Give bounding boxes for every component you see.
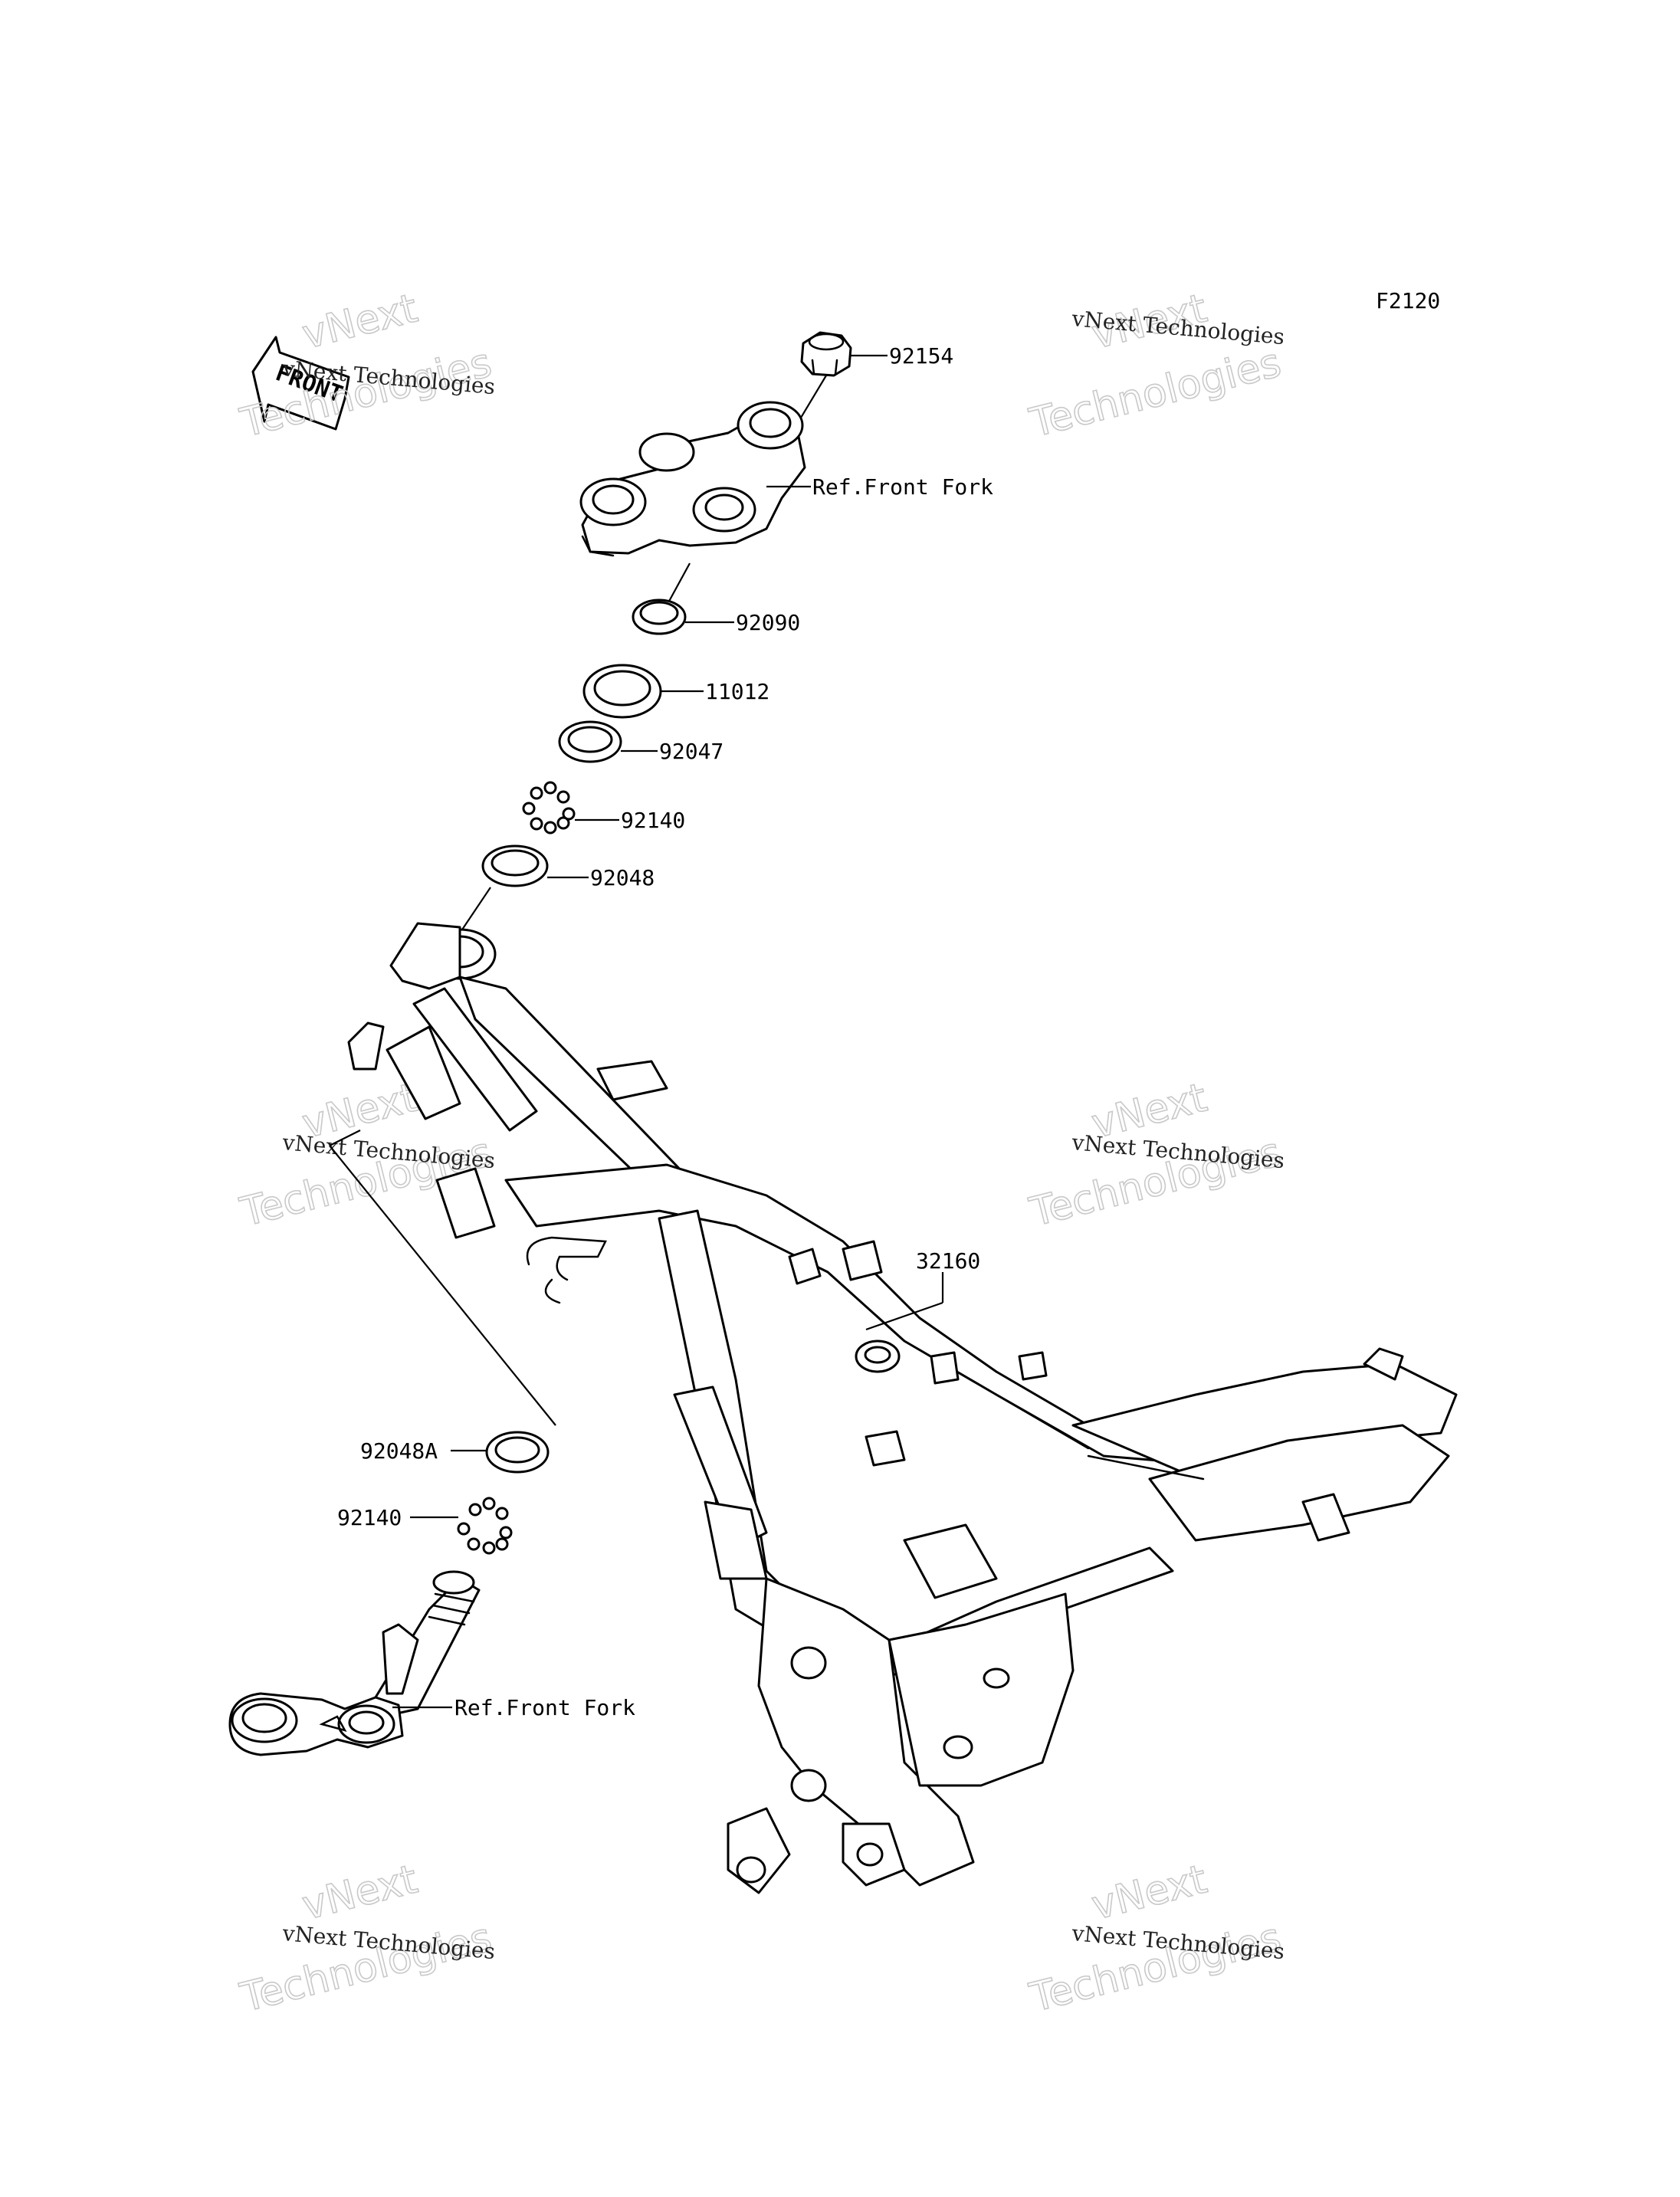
diagram-code: F2120 [1376,288,1440,313]
callout-92047[interactable]: 92047 [659,739,724,764]
callout-ref-front-fork-upper[interactable]: Ref.Front Fork [812,474,993,500]
part-92090-collar[interactable] [632,598,687,635]
part-32160-frame[interactable] [347,922,1458,1894]
watermark-big-line-2: Technologies [1025,340,1286,447]
watermark-big-line-1: vNext [298,286,422,359]
watermark-big-line-1: vNext [298,1857,422,1930]
callout-92140-lower[interactable]: 92140 [337,1505,402,1530]
watermark-big-line-1: vNext [1088,1857,1212,1930]
callout-11012[interactable]: 11012 [705,679,769,704]
callout-92154[interactable]: 92154 [889,343,953,369]
callout-92090[interactable]: 92090 [736,610,800,635]
part-92140-balls-upper[interactable] [522,781,576,835]
upper-triple-clamp[interactable] [579,401,806,557]
callout-92048[interactable]: 92048 [590,865,655,890]
callout-ref-front-fork-lower[interactable]: Ref.Front Fork [454,1695,635,1720]
callout-32160[interactable]: 32160 [916,1248,980,1274]
part-11012-cap[interactable] [582,664,662,719]
part-92048-race[interactable] [481,844,549,887]
part-92154-nut[interactable] [800,331,852,377]
lower-triple-clamp[interactable] [228,1570,481,1756]
watermark-top-right: vNext Technologies vNext Technologies [1025,285,1286,448]
callout-92140-upper[interactable]: 92140 [621,808,685,833]
watermark-bottom-left: vNext Technologies vNext Technologies [235,1856,497,2022]
callout-92048A[interactable]: 92048A [360,1438,438,1464]
watermark-bottom-right: vNext Technologies vNext Technologies [1025,1856,1286,2022]
part-92047-race[interactable] [558,720,622,763]
part-92140-balls-lower[interactable] [457,1497,513,1555]
part-92048A-race[interactable] [485,1431,550,1474]
watermark-mid-right: vNext Technologies vNext Technologies [1025,1074,1286,1237]
